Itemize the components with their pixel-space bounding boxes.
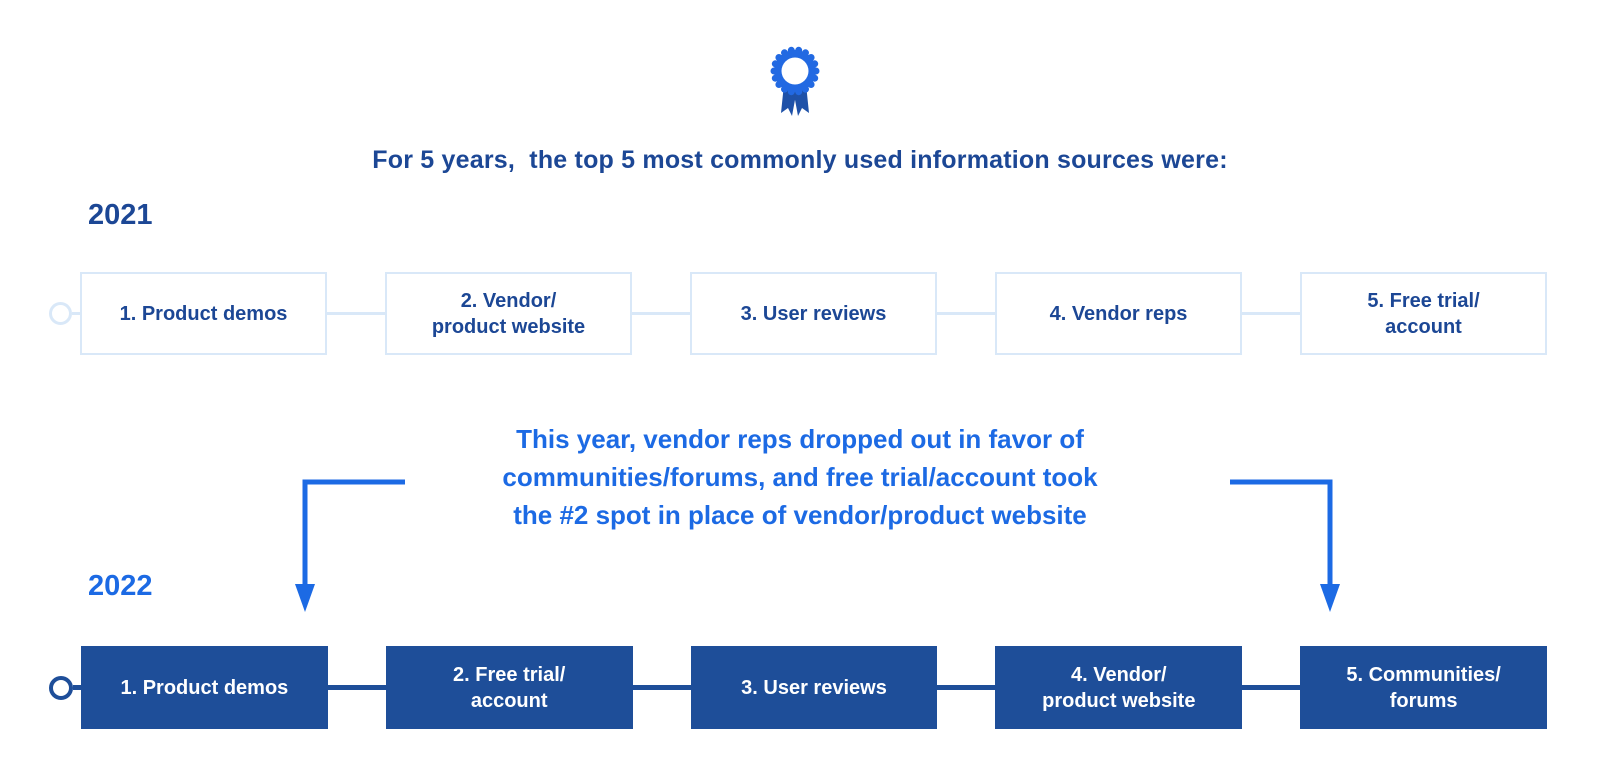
source-box-2022-5: 5. Communities/ forums xyxy=(1300,646,1547,729)
arrow-down-right-icon xyxy=(1230,479,1340,612)
connector-line xyxy=(73,685,81,690)
source-box-2021-4: 4. Vendor reps xyxy=(995,272,1242,355)
source-box-2022-1: 1. Product demos xyxy=(81,646,328,729)
source-box-2021-5: 5. Free trial/ account xyxy=(1300,272,1547,355)
source-box-2021-1: 1. Product demos xyxy=(80,272,327,355)
source-box-2022-2: 2. Free trial/ account xyxy=(385,646,633,729)
source-box-2022-3: 3. User reviews xyxy=(690,646,938,729)
source-box-2021-3: 3. User reviews xyxy=(690,272,937,355)
annotation-text: This year, vendor reps dropped out in fa… xyxy=(502,424,1098,530)
connector-line xyxy=(327,685,386,690)
connector-line xyxy=(327,312,385,315)
connector-line xyxy=(72,312,80,315)
connector-line xyxy=(632,685,691,690)
rosette-center xyxy=(781,57,809,85)
connector-line xyxy=(1242,312,1300,315)
timeline-2022: 1. Product demos 2. Free trial/ account … xyxy=(49,646,1547,729)
year-label-2021: 2021 xyxy=(88,199,153,231)
timeline-2021: 1. Product demos 2. Vendor/ product webs… xyxy=(49,272,1547,355)
source-box-2021-2: 2. Vendor/ product website xyxy=(385,272,632,355)
timeline-start-node xyxy=(49,675,73,700)
page-title: For 5 years, the top 5 most commonly use… xyxy=(372,146,1228,174)
source-box-2022-4: 4. Vendor/ product website xyxy=(995,646,1243,729)
connector-line xyxy=(937,685,996,690)
award-ribbon-icon xyxy=(770,46,820,116)
connector-line xyxy=(937,312,995,315)
timeline-start-node xyxy=(49,302,72,325)
connector-line xyxy=(632,312,690,315)
connector-line xyxy=(1242,685,1301,690)
arrow-down-left-icon xyxy=(295,479,405,612)
year-label-2022: 2022 xyxy=(88,570,153,602)
